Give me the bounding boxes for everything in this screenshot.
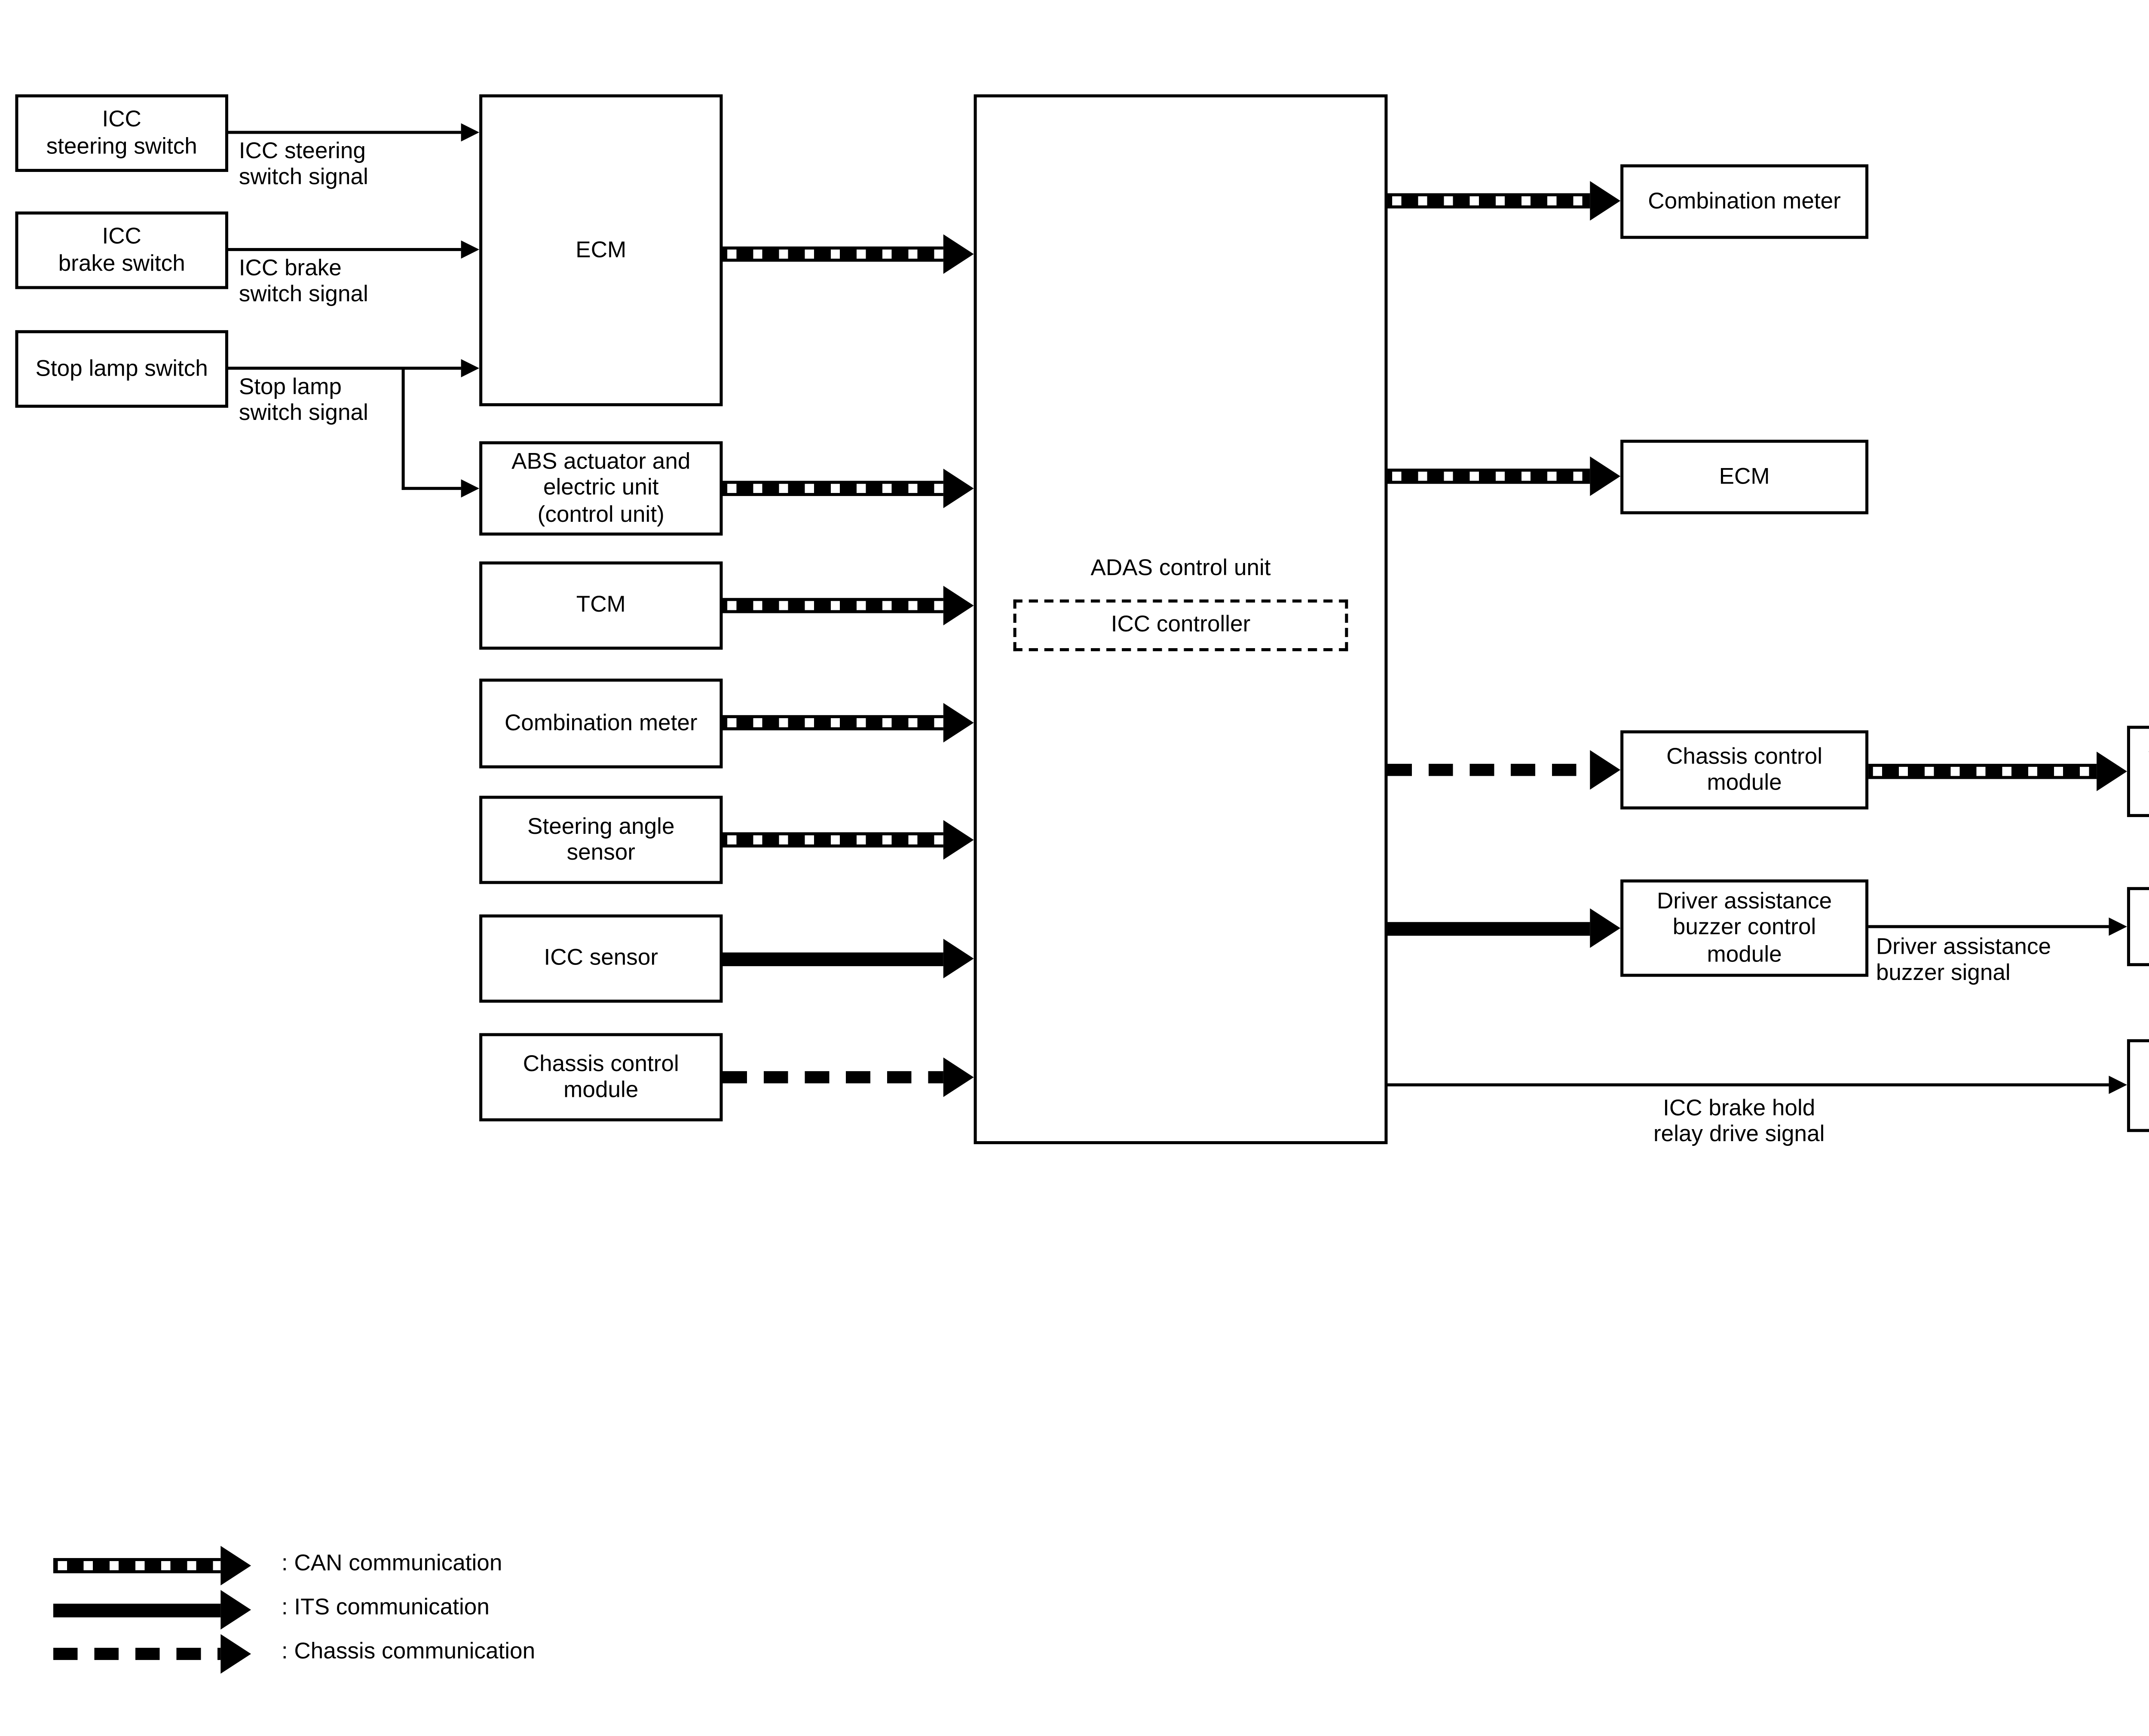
arrow-shaft — [53, 1647, 221, 1660]
node-driver-assistance-buzzer: Driver assistance buzzer — [2127, 887, 2149, 966]
legend-chassis-label: : Chassis communication — [281, 1638, 536, 1665]
node-adas-control-unit: ADAS control unit ICC controller — [973, 94, 1388, 1145]
arrow-shaft — [401, 487, 461, 490]
node-icc-brake-hold-relay: ICC brake hold relay — [2127, 1039, 2149, 1132]
arrow-shaft — [53, 1558, 221, 1574]
node-combination-meter-right: Combination meter — [1620, 164, 1869, 239]
arrow-shaft — [1387, 193, 1590, 208]
node-abs-actuator-right: ABS actuator and electric unit (control … — [2127, 726, 2149, 817]
legend-chassis-arrow — [53, 1634, 251, 1674]
arrow-head — [2109, 917, 2127, 936]
arrow-shaft — [722, 598, 943, 613]
arrow-head — [461, 123, 480, 142]
node-stop-lamp-switch: Stop lamp switch — [15, 330, 229, 408]
arrow-head — [943, 820, 974, 860]
node-chassis-control-module-right: Chassis control module — [1620, 730, 1869, 810]
arrow-adas-to-ecm — [1387, 456, 1621, 496]
adas-control-unit-title: ADAS control unit — [1090, 555, 1271, 582]
node-ecm-left: ECM — [479, 94, 723, 407]
label-icc-brake-hold-relay-drive-signal: ICC brake hold relay drive signal — [1653, 1095, 1825, 1148]
arrow-head — [943, 939, 974, 979]
arrow-tcm-to-adas — [722, 585, 974, 625]
arrow-head — [943, 1057, 974, 1097]
arrow-head — [220, 1546, 251, 1586]
arrow-head — [943, 234, 974, 274]
node-icc-sensor: ICC sensor — [479, 914, 723, 1003]
arrow-abs-to-adas — [722, 468, 974, 508]
arrow-head — [220, 1634, 251, 1674]
legend-its-label: : ITS communication — [281, 1594, 490, 1621]
arrow-ecm-to-adas — [722, 234, 974, 274]
arrow-head — [220, 1590, 251, 1630]
arrow-shaft — [1868, 925, 2109, 928]
arrow-adas-to-brake-hold-relay — [1387, 1075, 2127, 1094]
node-abs-actuator-left: ABS actuator and electric unit (control … — [479, 441, 723, 536]
arrow-chassis-module-to-abs — [1868, 751, 2127, 791]
arrow-shaft — [722, 246, 943, 262]
arrow-shaft — [722, 481, 943, 496]
arrow-head — [2109, 1075, 2127, 1094]
arrow-head — [461, 359, 480, 377]
node-steering-angle-sensor: Steering angle sensor — [479, 796, 723, 884]
arrow-shaft — [1387, 1083, 2109, 1087]
arrow-head — [943, 703, 974, 743]
node-ecm-right: ECM — [1620, 440, 1869, 514]
arrow-steering-angle-to-adas — [722, 820, 974, 860]
arrow-shaft — [722, 1071, 943, 1084]
arrow-buzzer-module-to-buzzer — [1868, 917, 2127, 936]
legend-can-arrow — [53, 1546, 251, 1586]
arrow-head — [1590, 181, 1621, 221]
node-chassis-control-module-left: Chassis control module — [479, 1033, 723, 1121]
arrow-head — [1590, 750, 1621, 790]
arrow-shaft — [722, 832, 943, 848]
arrow-shaft — [722, 715, 943, 731]
node-icc-controller: ICC controller — [1013, 599, 1348, 652]
arrow-shaft — [1387, 764, 1590, 776]
arrow-head — [461, 240, 480, 259]
node-icc-steering-switch: ICC steering switch — [15, 94, 229, 172]
arrow-head — [1590, 456, 1621, 496]
arrow-shaft — [228, 131, 461, 134]
arrow-head — [461, 479, 480, 498]
node-icc-brake-switch: ICC brake switch — [15, 211, 229, 289]
label-stop-lamp-switch-signal: Stop lamp switch signal — [239, 374, 368, 427]
legend-can-label: : CAN communication — [281, 1550, 502, 1577]
node-driver-assistance-buzzer-control-module: Driver assistance buzzer control module — [1620, 879, 1869, 977]
arrow-shaft — [228, 248, 461, 251]
arrow-head — [1590, 908, 1621, 948]
arrow-icc-brake-to-ecm — [228, 240, 480, 259]
arrow-adas-to-combination-meter — [1387, 181, 1621, 221]
label-driver-assistance-buzzer-signal: Driver assistance buzzer signal — [1876, 934, 2051, 987]
node-combination-meter-left: Combination meter — [479, 678, 723, 768]
node-tcm: TCM — [479, 561, 723, 650]
arrow-head — [943, 585, 974, 625]
arrow-shaft — [1868, 764, 2097, 779]
label-icc-steering-switch-signal: ICC steering switch signal — [239, 138, 368, 191]
arrow-icc-steering-to-ecm — [228, 123, 480, 142]
arrow-stop-lamp-to-ecm — [228, 359, 480, 377]
arrow-head — [2097, 751, 2127, 791]
arrow-shaft — [722, 952, 943, 966]
arrow-shaft — [1387, 468, 1590, 484]
arrow-stop-lamp-to-abs — [401, 479, 480, 498]
arrow-combination-meter-to-adas — [722, 703, 974, 743]
arrow-shaft — [1387, 921, 1590, 935]
stop-lamp-branch-line — [401, 368, 405, 490]
arrow-icc-sensor-to-adas — [722, 939, 974, 979]
legend-its-arrow — [53, 1590, 251, 1630]
arrow-chassis-module-to-adas — [722, 1057, 974, 1097]
arrow-head — [943, 468, 974, 508]
arrow-adas-to-buzzer-module — [1387, 908, 1621, 948]
arrow-shaft — [228, 367, 461, 370]
arrow-adas-to-chassis-module — [1387, 750, 1621, 790]
label-icc-brake-switch-signal: ICC brake switch signal — [239, 255, 368, 308]
arrow-shaft — [53, 1603, 221, 1617]
